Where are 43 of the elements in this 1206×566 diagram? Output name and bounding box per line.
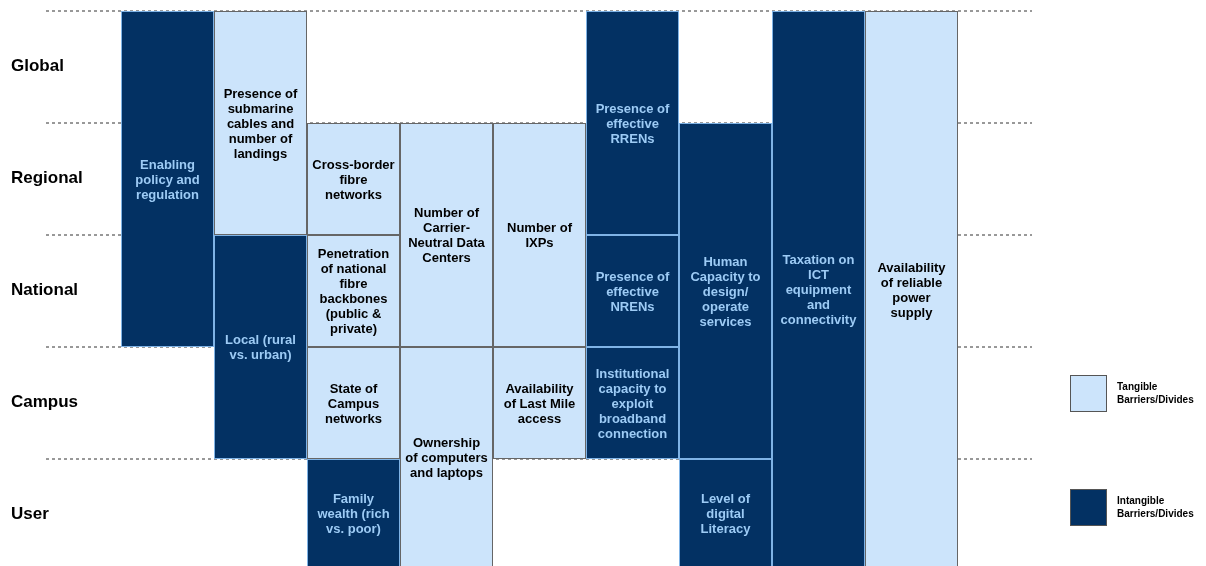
legend-text: Tangible Barriers/Divides [1117,380,1195,406]
barrier-block [307,459,400,566]
barrier-block [307,347,400,459]
barrier-block [493,347,586,459]
block-text: Penetration of national fibre backbones (public & private) [316,246,391,336]
block-text: Presence of submarine cables and number of landings [222,85,299,161]
barrier-block [400,123,493,347]
block-text: Availability of reliable power supply [876,259,947,320]
block-text: Taxation on ICT equipment and connectivity [779,252,858,327]
block-text: State of Campus networks [323,380,384,426]
barrier-block [586,11,679,235]
level-label: Regional [11,168,83,188]
barrier-block [586,347,679,459]
barrier-block [679,459,772,566]
barrier-block [307,123,400,235]
barrier-block [214,235,307,459]
block-text: Availability of Last Mile access [502,380,577,426]
barrier-block [121,11,214,347]
level-label: National [11,280,79,300]
barrier-block [214,11,307,235]
block-text: Presence of effective NRENs [594,268,671,314]
block-text: Number of Carrier-Neutral Data Centers [407,205,486,265]
barrier-block [493,123,586,347]
block-text: Human Capacity to design/ operate services [689,253,762,329]
block-text: Presence of effective RRENs [594,100,671,146]
block-text: Level of digital Literacy [699,491,752,536]
barrier-block [772,11,865,566]
barrier-block [400,347,493,566]
barrier-block [586,235,679,347]
legend-text: Intangible Barriers/Divides [1117,494,1195,520]
block-text: Ownership of computers and laptops [405,435,488,480]
level-label: Global [11,56,64,76]
level-label: User [11,504,49,524]
block-text: Enabling policy and regulation [134,156,201,202]
barrier-block [307,235,400,347]
barrier-block [865,11,958,566]
block-text: Family wealth (rich vs. poor) [316,491,391,536]
block-text: Cross-border fibre networks [312,156,395,202]
block-text: Institutional capacity to exploit broadband connection [594,365,671,441]
level-label: Campus [11,392,79,412]
block-text: Number of IXPs [506,220,573,250]
barrier-block [679,123,772,459]
block-text: Local (rural vs. urban) [224,332,297,362]
